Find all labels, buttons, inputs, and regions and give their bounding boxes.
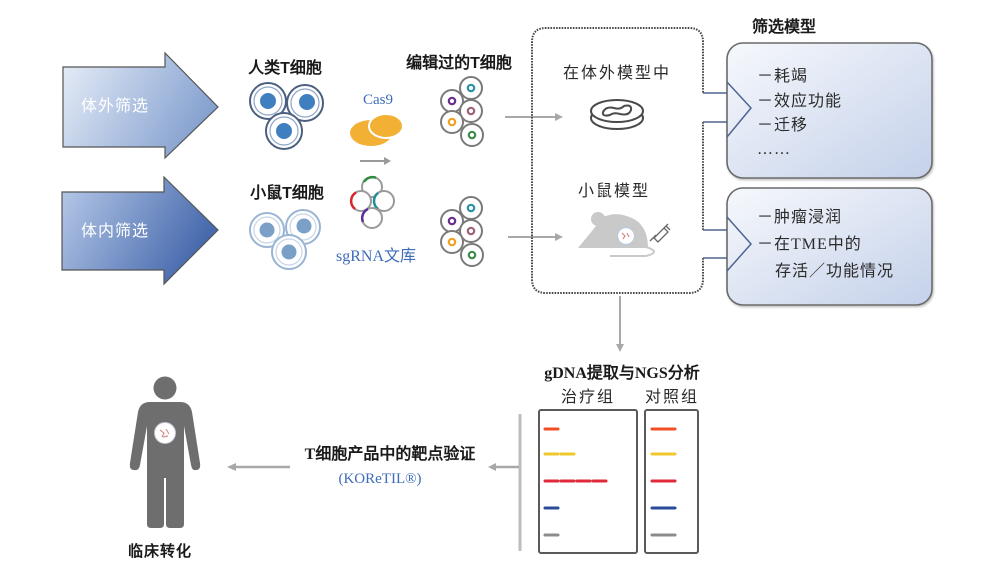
in-vivo-screening-arrow: 体内筛选 [61,175,219,286]
edited-t-cell [460,243,484,267]
mouse-t-cells-label: 小鼠T细胞 [250,183,324,202]
clinical-translation-label: 临床转化 [128,542,192,560]
sgrna-plasmid [372,190,395,212]
human-t-cells-icon [249,82,324,150]
edited-t-cell [440,89,464,113]
target-validation-title: T细胞产品中的靶点验证 [305,444,476,463]
edited-t-cell [459,196,483,220]
in-vitro-model-label: 在体外模型中 [563,64,671,82]
flow-arrow-to-ngs [616,296,624,352]
readout-tumor-infiltration: －肿瘤浸润 [757,208,842,226]
sgrna-library-label: sgRNA文库 [336,247,416,265]
in-vivo-screening-label: 体内筛选 [81,221,149,240]
edited-t-cells-cluster-in-vitro [440,76,484,147]
readout-effector-function: －效应功能 [757,91,842,110]
combine-arrow-icon [360,157,391,165]
screening-model-title: 筛选模型 [752,17,816,36]
edited-t-cell [459,99,483,123]
callout-arrow-in-vivo [703,216,753,272]
edited-t-cell [460,123,484,147]
mouse-model-label: 小鼠模型 [578,182,650,200]
edited-t-cells-label: 编辑过的T细胞 [406,53,512,72]
human-t-cell [265,112,303,150]
flow-arrow-to-validation [488,463,519,471]
ngs-title: gDNA提取与NGS分析 [544,363,700,382]
sgrna-plasmid [349,190,372,212]
human-t-cells-label: 人类T细胞 [248,58,322,77]
edited-t-cells-cluster-in-vivo [440,196,484,267]
flow-arrow-to-in-vitro-model [505,113,563,121]
readout-exhaustion: －耗竭 [757,67,808,85]
screening-readout-box-in-vitro: －耗竭 －效应功能 －迁移 …… [726,42,933,179]
cas9-label: Cas9 [363,92,393,108]
in-vitro-screening-label: 体外筛选 [81,96,149,115]
flow-arrow-to-mouse-model [508,233,563,241]
flow-arrow-to-clinic [227,463,290,471]
treatment-group-label: 治疗组 [561,388,615,406]
mouse-model-icon [578,212,671,257]
model-container [531,27,753,294]
sgrna-plasmid [361,207,383,229]
readout-survival-function: 存活／功能情况 [775,262,894,280]
edited-t-cell [440,110,464,134]
petri-dish-icon [590,99,644,130]
human-t-cell [249,82,287,120]
callout-arrow-in-vitro [703,81,752,138]
mouse-t-cell [271,234,307,270]
edited-t-cell [440,230,464,254]
treatment-bands [543,427,608,537]
syringe-icon [649,223,671,243]
edited-t-cell [459,76,483,100]
sgrna-library-icon [349,175,395,229]
control-group-label: 对照组 [645,388,699,406]
patient-figure-icon [129,376,201,528]
koretil-product-label: (KOReTIL®) [338,471,421,487]
readout-migration: －迁移 [757,116,808,134]
edited-t-cell [459,219,483,243]
readout-more: …… [757,141,791,158]
mouse-t-cell [249,212,285,248]
control-bands [650,427,677,537]
screening-readout-box-in-vivo: －肿瘤浸润 －在TME中的 存活／功能情况 [726,187,933,306]
readout-in-tme: －在TME中的 [757,235,862,253]
cas9-protein-icon [350,113,404,146]
edited-t-cell [440,209,464,233]
human-t-cell [286,84,324,122]
mouse-t-cells-icon [249,209,321,270]
in-vitro-screening-arrow: 体外筛选 [62,51,219,160]
